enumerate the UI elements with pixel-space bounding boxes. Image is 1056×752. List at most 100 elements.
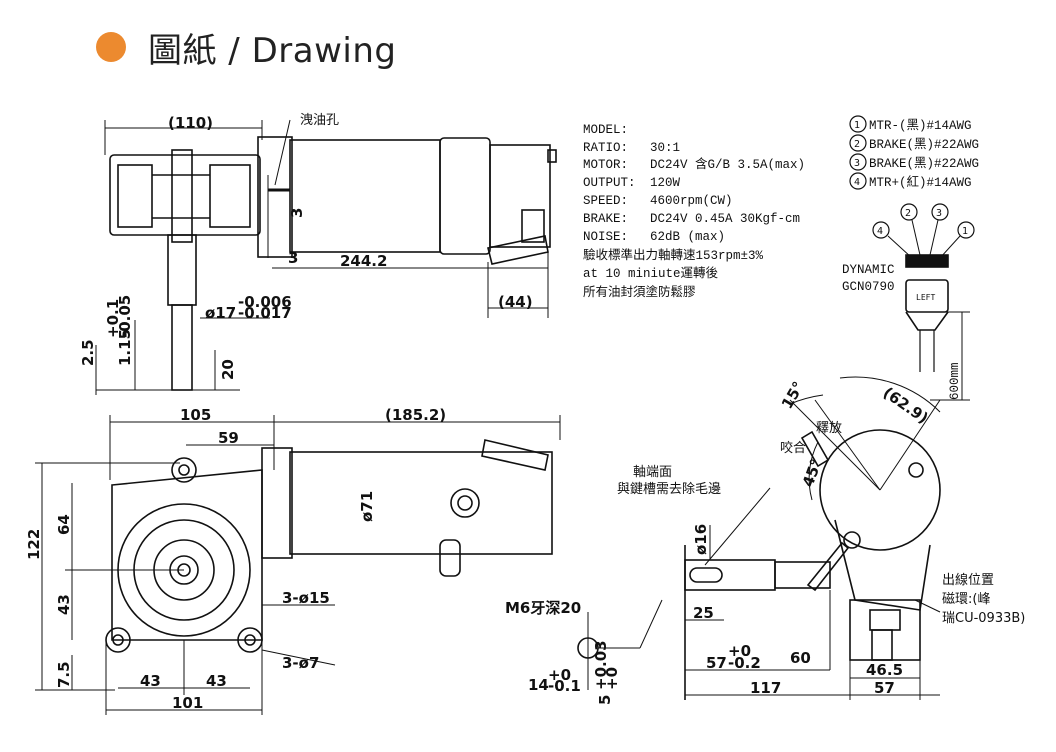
conn-num-2: 2: [905, 208, 911, 219]
dim-25: 25: [693, 604, 714, 622]
dim-60: 60: [790, 649, 811, 667]
connector-figure: [849, 115, 975, 401]
gearbox-boss-left: [117, 164, 153, 228]
dim-122: 122: [25, 529, 43, 560]
side-view-top: [95, 119, 557, 395]
output-shaft: [171, 304, 193, 391]
motor-body: [289, 139, 441, 253]
wire-num-3: 3: [854, 158, 860, 169]
orange-bullet-icon: [96, 32, 126, 62]
spec-speed-value: 4600rpm(CW): [650, 194, 733, 208]
spec-motor-label: MOTOR:: [583, 158, 628, 172]
spec-model: MODEL:: [583, 123, 628, 137]
gearbox-center: [171, 149, 193, 243]
spec-output-value: 120W: [650, 176, 681, 190]
release-label: 釋放: [816, 420, 842, 436]
keyway: [689, 567, 723, 583]
spec-note-1: 驗收標準出力軸轉速153rpm±3%: [583, 247, 764, 263]
connector-name-2: GCN0790: [842, 280, 895, 294]
dim-1-15-tol-up: +0.1: [104, 299, 122, 338]
dim-16: ø16: [692, 524, 710, 555]
brake-detail: [789, 376, 941, 700]
shaft-detail: [577, 487, 940, 700]
drain-hole-label: 洩油孔: [300, 113, 339, 128]
dim-3b: 3: [288, 249, 298, 267]
wire-number-4-icon: [849, 172, 867, 190]
dim-1-15: 1.15: [116, 329, 134, 366]
dim-17-tol-dn: -0.017: [238, 304, 292, 322]
wire-3-label: BRAKE(黑)#22AWG: [869, 156, 979, 171]
spec-output-label: OUTPUT:: [583, 176, 636, 190]
connector-name-1: DYNAMIC: [842, 263, 895, 277]
motor-body-front: [289, 451, 553, 555]
dim-244-2: 244.2: [340, 252, 387, 270]
wire-number-1-icon: [849, 115, 867, 133]
output-shaft-upper: [167, 234, 197, 306]
spec-motor-value: DC24V 含G/B 3.5A(max): [650, 156, 805, 172]
page-title: 圖紙 / Drawing: [148, 30, 397, 71]
shaft-end-label-2: 與鍵槽需去除毛邊: [617, 481, 721, 497]
motor-flange-front: [261, 447, 293, 559]
cable-length: 600mm: [948, 362, 962, 400]
brake-lever: [800, 430, 830, 468]
dim-43-vertical: 43: [55, 594, 73, 615]
motor-flange: [257, 136, 293, 258]
dim-3-holes-15: 3-ø15: [282, 589, 330, 607]
dim-185-2: (185.2): [385, 406, 446, 424]
spec-brake-label: BRAKE:: [583, 212, 628, 226]
cable-gland: [439, 539, 461, 577]
end-cap: [489, 144, 551, 248]
thread-label: M6牙深20: [505, 599, 581, 617]
wire-num-4: 4: [854, 177, 860, 188]
connector-body: [905, 279, 949, 313]
dim-17-tol-up: -0.006: [238, 293, 292, 311]
front-view: [35, 415, 561, 715]
gearbox-boss-right: [209, 164, 251, 228]
spec-brake-value: DC24V 0.45A 30Kgf-cm: [650, 212, 800, 226]
angle-45: 45°: [799, 457, 826, 490]
cable-ring-icon: [843, 531, 861, 549]
shaft-end-label-1: 軸端面: [633, 465, 672, 480]
dim-14: 14: [528, 676, 549, 694]
wire-num-2: 2: [854, 139, 860, 150]
dim-101: 101: [172, 694, 203, 712]
dim-17: ø17: [205, 304, 236, 322]
dim-64: 64: [55, 514, 73, 535]
dim-2-5: 2.5: [79, 339, 97, 366]
spec-note-3: 所有油封須塗防鬆膠: [583, 284, 696, 300]
mount-hole-top: [171, 457, 197, 483]
spec-noise-value: 62dB (max): [650, 230, 725, 244]
spec-speed-label: SPEED:: [583, 194, 628, 208]
exit-label-3: 瑞CU-0933B): [942, 611, 1025, 626]
dim-117: 117: [750, 679, 781, 697]
gearbox-body: [109, 154, 261, 236]
dim-14-tol-dn: -0.1: [548, 677, 581, 695]
dim-3-holes-7: 3-ø7: [282, 654, 319, 672]
dim-3a: 3: [288, 208, 306, 218]
left-mark: LEFT: [916, 293, 935, 302]
connector-pins: [905, 254, 949, 268]
dim-57-tol-up: +0: [728, 642, 751, 660]
spec-ratio-value: 30:1: [650, 141, 680, 155]
spec-noise-label: NOISE:: [583, 230, 628, 244]
conn-num-1: 1: [962, 226, 968, 237]
dim-14-tol-up: +0: [548, 666, 571, 684]
dim-57b: 57: [874, 679, 895, 697]
page-header: 圖紙 / Drawing: [96, 22, 396, 72]
conn-num-3: 3: [936, 208, 942, 219]
brake-knob: [450, 488, 480, 518]
dim-43-right: 43: [206, 672, 227, 690]
dim-5-tol-dn: +0: [603, 667, 621, 690]
dim-57: 57: [706, 654, 727, 672]
exit-label-2: 磁環:(峰: [942, 592, 990, 607]
dim-71: ø71: [358, 491, 376, 522]
dim-110: (110): [168, 114, 213, 132]
release-handle: [487, 235, 549, 265]
dim-20: 20: [219, 359, 237, 380]
engage-label: 咬合: [780, 440, 806, 456]
brake-housing: [439, 137, 491, 255]
wire-4-label: MTR+(紅)#14AWG: [869, 175, 972, 190]
shaft-body: [774, 561, 831, 589]
shaft-key-section: [684, 559, 776, 591]
